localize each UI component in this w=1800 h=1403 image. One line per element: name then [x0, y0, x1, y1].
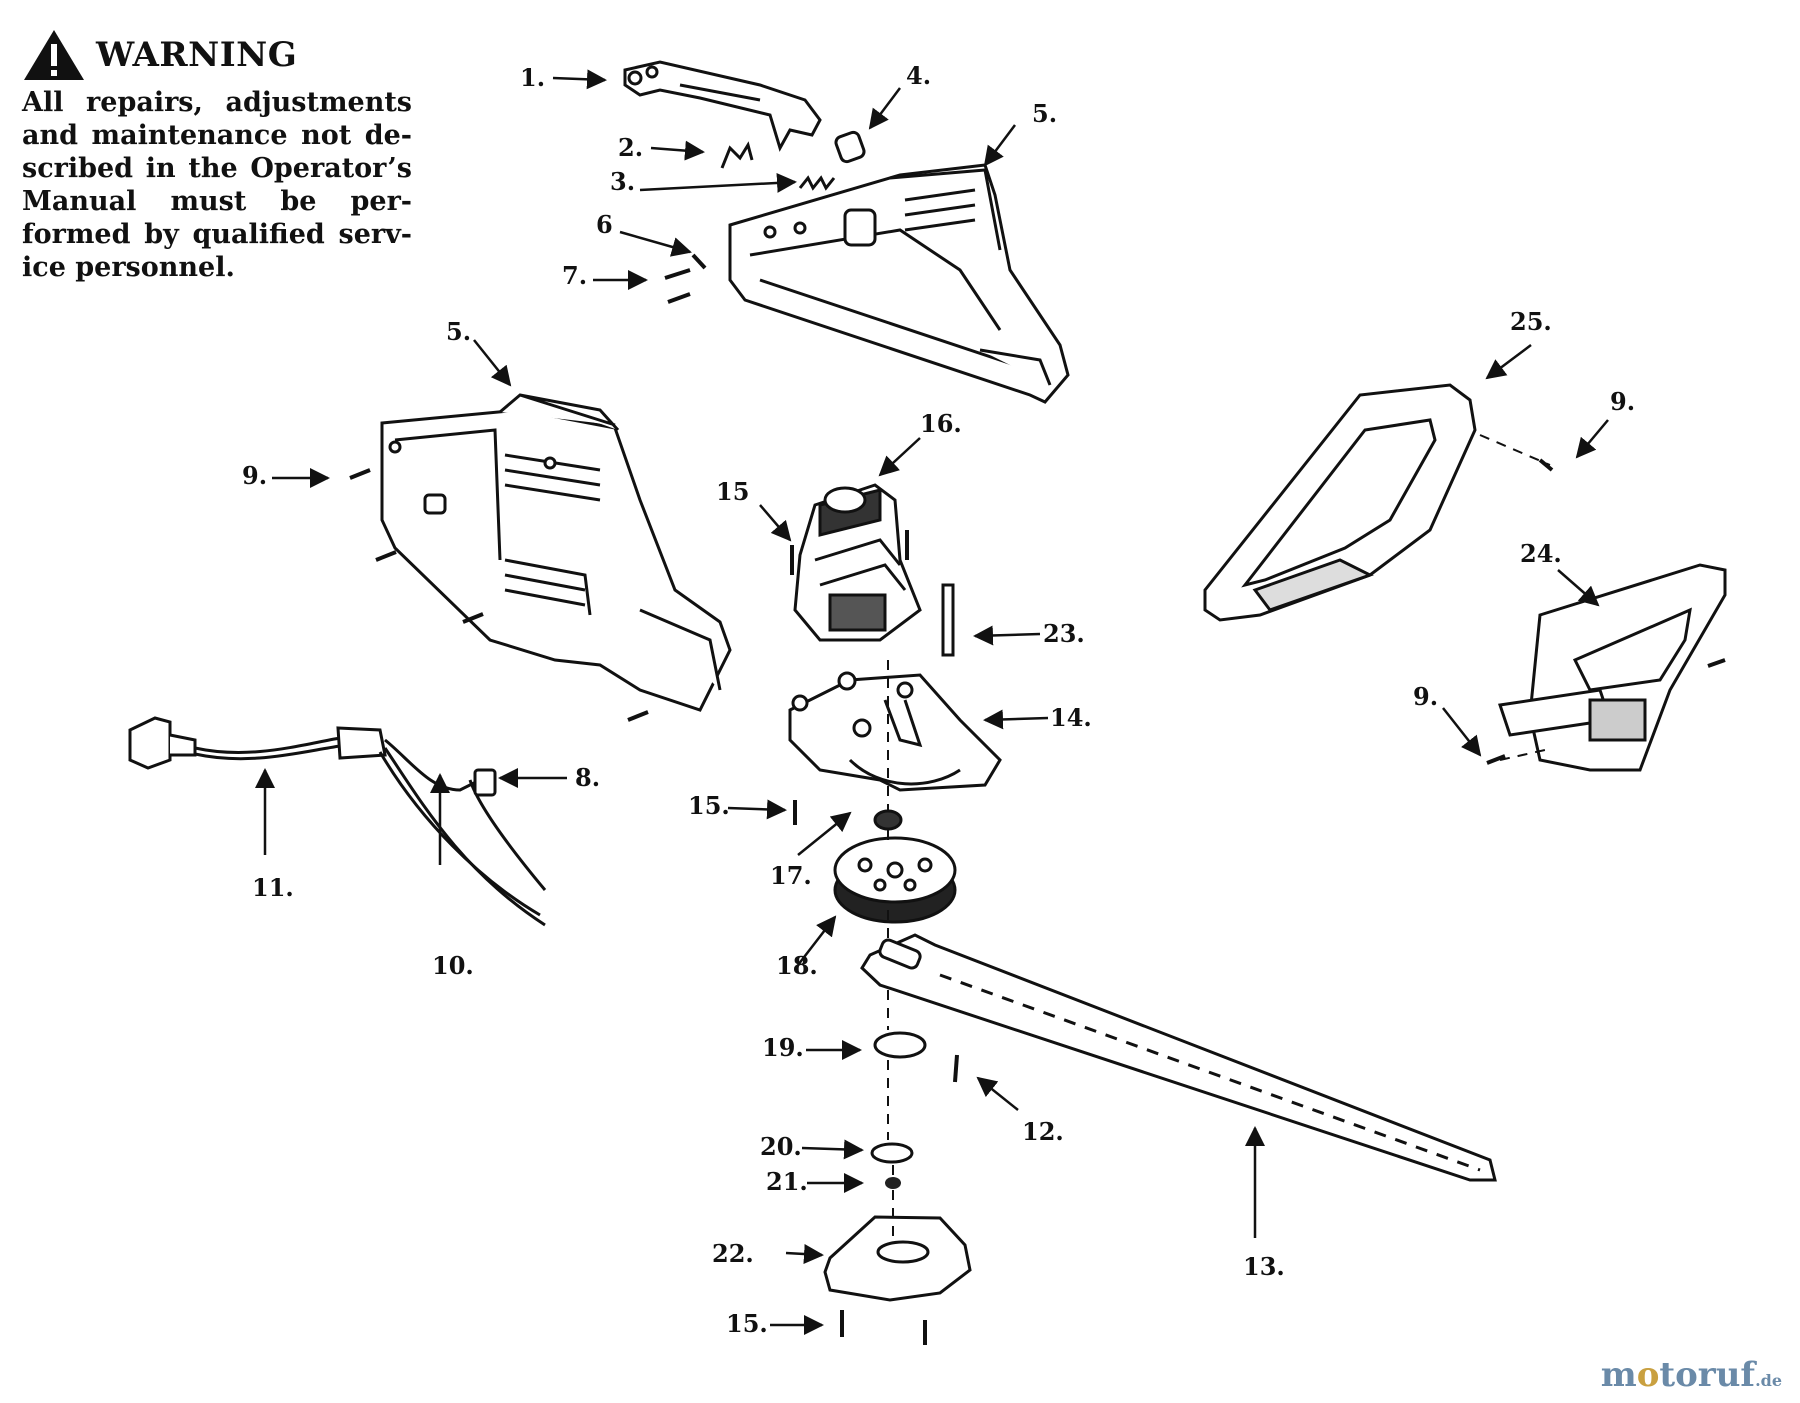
callout-10: 10.: [432, 951, 474, 980]
callout-6: 6: [596, 210, 613, 239]
callout-9-top-right: 9.: [1610, 387, 1635, 416]
callout-11: 11.: [252, 873, 294, 902]
callout-4: 4.: [906, 61, 931, 90]
part-housing-right-half: [728, 163, 1070, 404]
callout-13: 13.: [1243, 1252, 1285, 1281]
part-blade: [860, 933, 1497, 1182]
part-housing-screws: [349, 468, 649, 722]
callout-23: 23.: [1043, 619, 1085, 648]
callout-5-top: 5.: [1032, 99, 1057, 128]
warning-notice: WARNING All repairs, adjustments and mai…: [22, 28, 412, 284]
callout-16: 16.: [920, 409, 962, 438]
leader-arrows: [255, 69, 1609, 1335]
watermark-brand-o: o: [1636, 1355, 1660, 1395]
part-small-screws: [664, 253, 707, 304]
callout-labels: 1. 2. 3. 4. 5. 6 7. 5. 9. 8. 11. 10. 16.…: [242, 61, 1635, 1338]
part-cover-screws: [840, 1310, 927, 1345]
callout-19: 19.: [762, 1033, 804, 1062]
part-spring: [798, 175, 836, 191]
part-bearing: [873, 809, 903, 831]
part-front-handle: [1203, 383, 1477, 622]
part-cover-plate: [823, 1215, 972, 1302]
callout-1: 1.: [520, 63, 545, 92]
callout-5-left: 5.: [446, 317, 471, 346]
callout-21: 21.: [766, 1167, 808, 1196]
warning-title: WARNING: [96, 35, 298, 75]
part-eccentric: [873, 1031, 927, 1059]
part-washer: [870, 1142, 914, 1164]
part-button: [834, 130, 866, 164]
callout-14: 14.: [1050, 703, 1092, 732]
part-gear-housing: [788, 671, 1002, 792]
callout-15-housing: 15.: [688, 791, 730, 820]
callout-9-bottom-right: 9.: [1413, 682, 1438, 711]
part-switch-lever: [623, 60, 822, 152]
callout-22: 22.: [712, 1239, 754, 1268]
part-clip: [720, 141, 754, 169]
callout-9-left: 9.: [242, 461, 267, 490]
part-power-cord: [128, 716, 547, 927]
callout-20: 20.: [760, 1132, 802, 1161]
motoruf-watermark: motoruf.de: [1601, 1355, 1782, 1395]
part-gear: [833, 836, 957, 924]
callout-17: 17.: [770, 861, 812, 890]
part-housing-left-half: [380, 393, 732, 712]
warning-line: ice personnel.: [22, 252, 235, 283]
watermark-brand-start: m: [1600, 1355, 1637, 1395]
watermark-brand-end: toruf: [1659, 1355, 1756, 1395]
warning-heading: WARNING: [22, 28, 412, 82]
warning-line: scribed in the Operator’s: [22, 153, 412, 184]
warning-line: formed by qualified serv-: [22, 219, 412, 250]
part-blade-screw: [953, 1054, 959, 1083]
callout-12: 12.: [1022, 1117, 1064, 1146]
callout-7: 7.: [562, 261, 587, 290]
part-hand-guard: [1498, 563, 1727, 772]
part-handle-screws: [1486, 458, 1726, 765]
callout-8: 8.: [575, 763, 600, 792]
warning-body: All repairs, adjustments and maintenance…: [22, 86, 412, 284]
callout-15-cover: 15.: [726, 1309, 768, 1338]
warning-triangle-icon: [24, 30, 84, 80]
part-pin: [941, 583, 955, 657]
watermark-tld: .de: [1755, 1371, 1782, 1390]
part-nut: [885, 1177, 901, 1189]
callout-25: 25.: [1510, 307, 1552, 336]
warning-line: All repairs, adjustments: [22, 87, 412, 118]
callout-24: 24.: [1520, 539, 1562, 568]
callout-15-motor: 15: [716, 477, 749, 506]
warning-line: and maintenance not de-: [22, 120, 412, 151]
part-motor-screws: [790, 530, 909, 575]
part-motor: [793, 483, 922, 642]
alignment-lines: [887, 434, 1551, 1240]
callout-18: 18.: [776, 951, 818, 980]
warning-line: Manual must be per-: [22, 186, 412, 217]
callout-2: 2.: [618, 133, 643, 162]
callout-3: 3.: [610, 167, 635, 196]
